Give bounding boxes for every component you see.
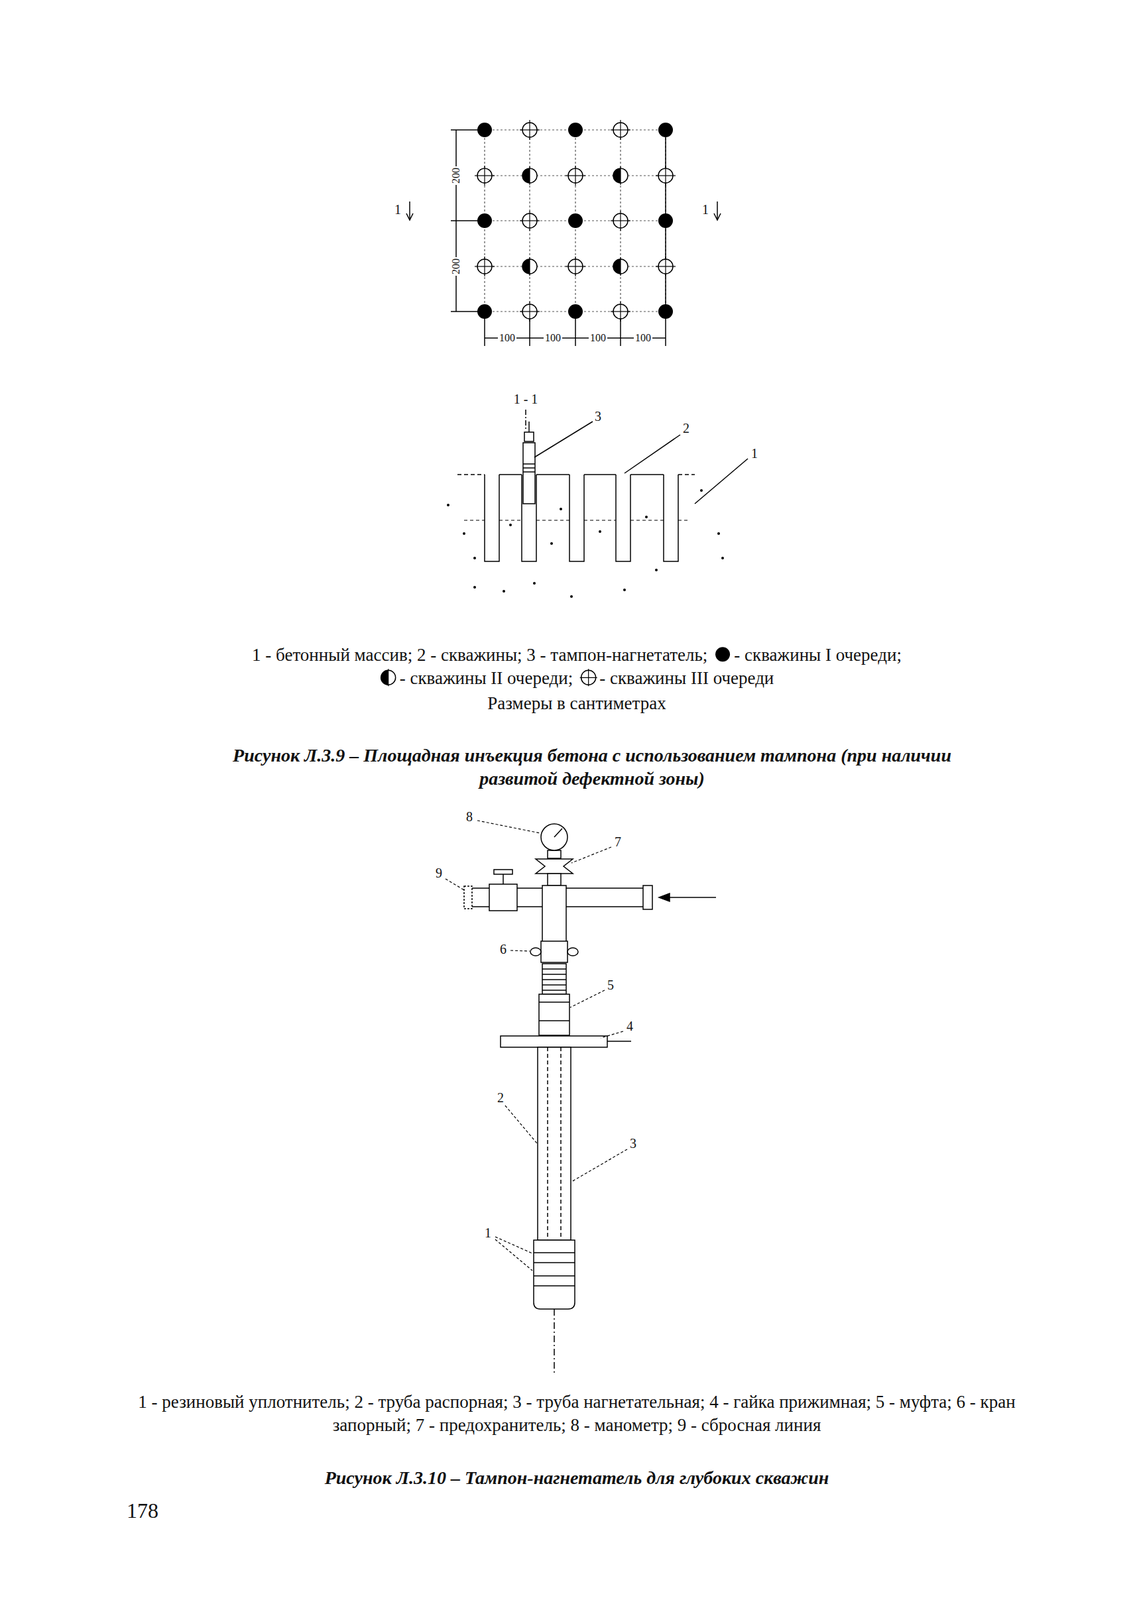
- section-mark: 1: [700, 202, 711, 217]
- dimension-label: 100: [633, 332, 653, 345]
- callout-number: 8: [464, 809, 475, 825]
- callout-number: 2: [681, 420, 691, 436]
- dimension-label: 100: [543, 332, 563, 345]
- figure-caption: Рисунок Л.3.10 – Тампон-нагнетатель для …: [178, 1466, 975, 1490]
- callout-number: 4: [625, 1018, 635, 1034]
- callout-number: 1: [483, 1225, 493, 1241]
- legend-line: 1 - бетонный массив; 2 - скважины; 3 - т…: [251, 644, 902, 668]
- dimension-label: 200: [450, 257, 463, 276]
- legend-text: - скважины I очереди;: [733, 645, 902, 665]
- callout-number: 1: [749, 446, 760, 461]
- dimension-label: 200: [450, 166, 463, 185]
- legend-text: - скважины II очереди;: [399, 668, 574, 689]
- legend-text: Размеры в сантиметрах: [487, 693, 666, 714]
- dimension-label: 100: [497, 332, 517, 345]
- legend-symbol: [379, 668, 398, 691]
- legend-symbol: [579, 668, 597, 691]
- legend-text: - скважины III очереди: [599, 668, 774, 689]
- legend-line: - скважины II очереди; - скважины III оче…: [379, 667, 775, 691]
- callout-number: 5: [605, 977, 616, 993]
- callout-number: 3: [593, 409, 603, 424]
- dimension-label: 100: [588, 332, 608, 345]
- legend-line: Размеры в сантиметрах: [487, 692, 666, 715]
- legend-symbol: [714, 645, 732, 668]
- callout-number: 6: [498, 942, 508, 957]
- callout-number: 9: [434, 865, 444, 881]
- figure-caption: Рисунок Л.3.9 – Площадная инъекция бетон…: [220, 743, 964, 791]
- callout-number: 3: [628, 1136, 638, 1151]
- callout-number: 7: [613, 834, 623, 850]
- page-number: 178: [125, 1499, 160, 1523]
- callout-number: 2: [495, 1090, 506, 1106]
- legend-text: 1 - бетонный массив; 2 - скважины; 3 - т…: [251, 645, 708, 665]
- section-label: 1 - 1: [512, 391, 540, 407]
- legend-text: 1 - резиновый уплотнитель; 2 - труба рас…: [132, 1390, 1021, 1438]
- section-mark: 1: [393, 202, 403, 217]
